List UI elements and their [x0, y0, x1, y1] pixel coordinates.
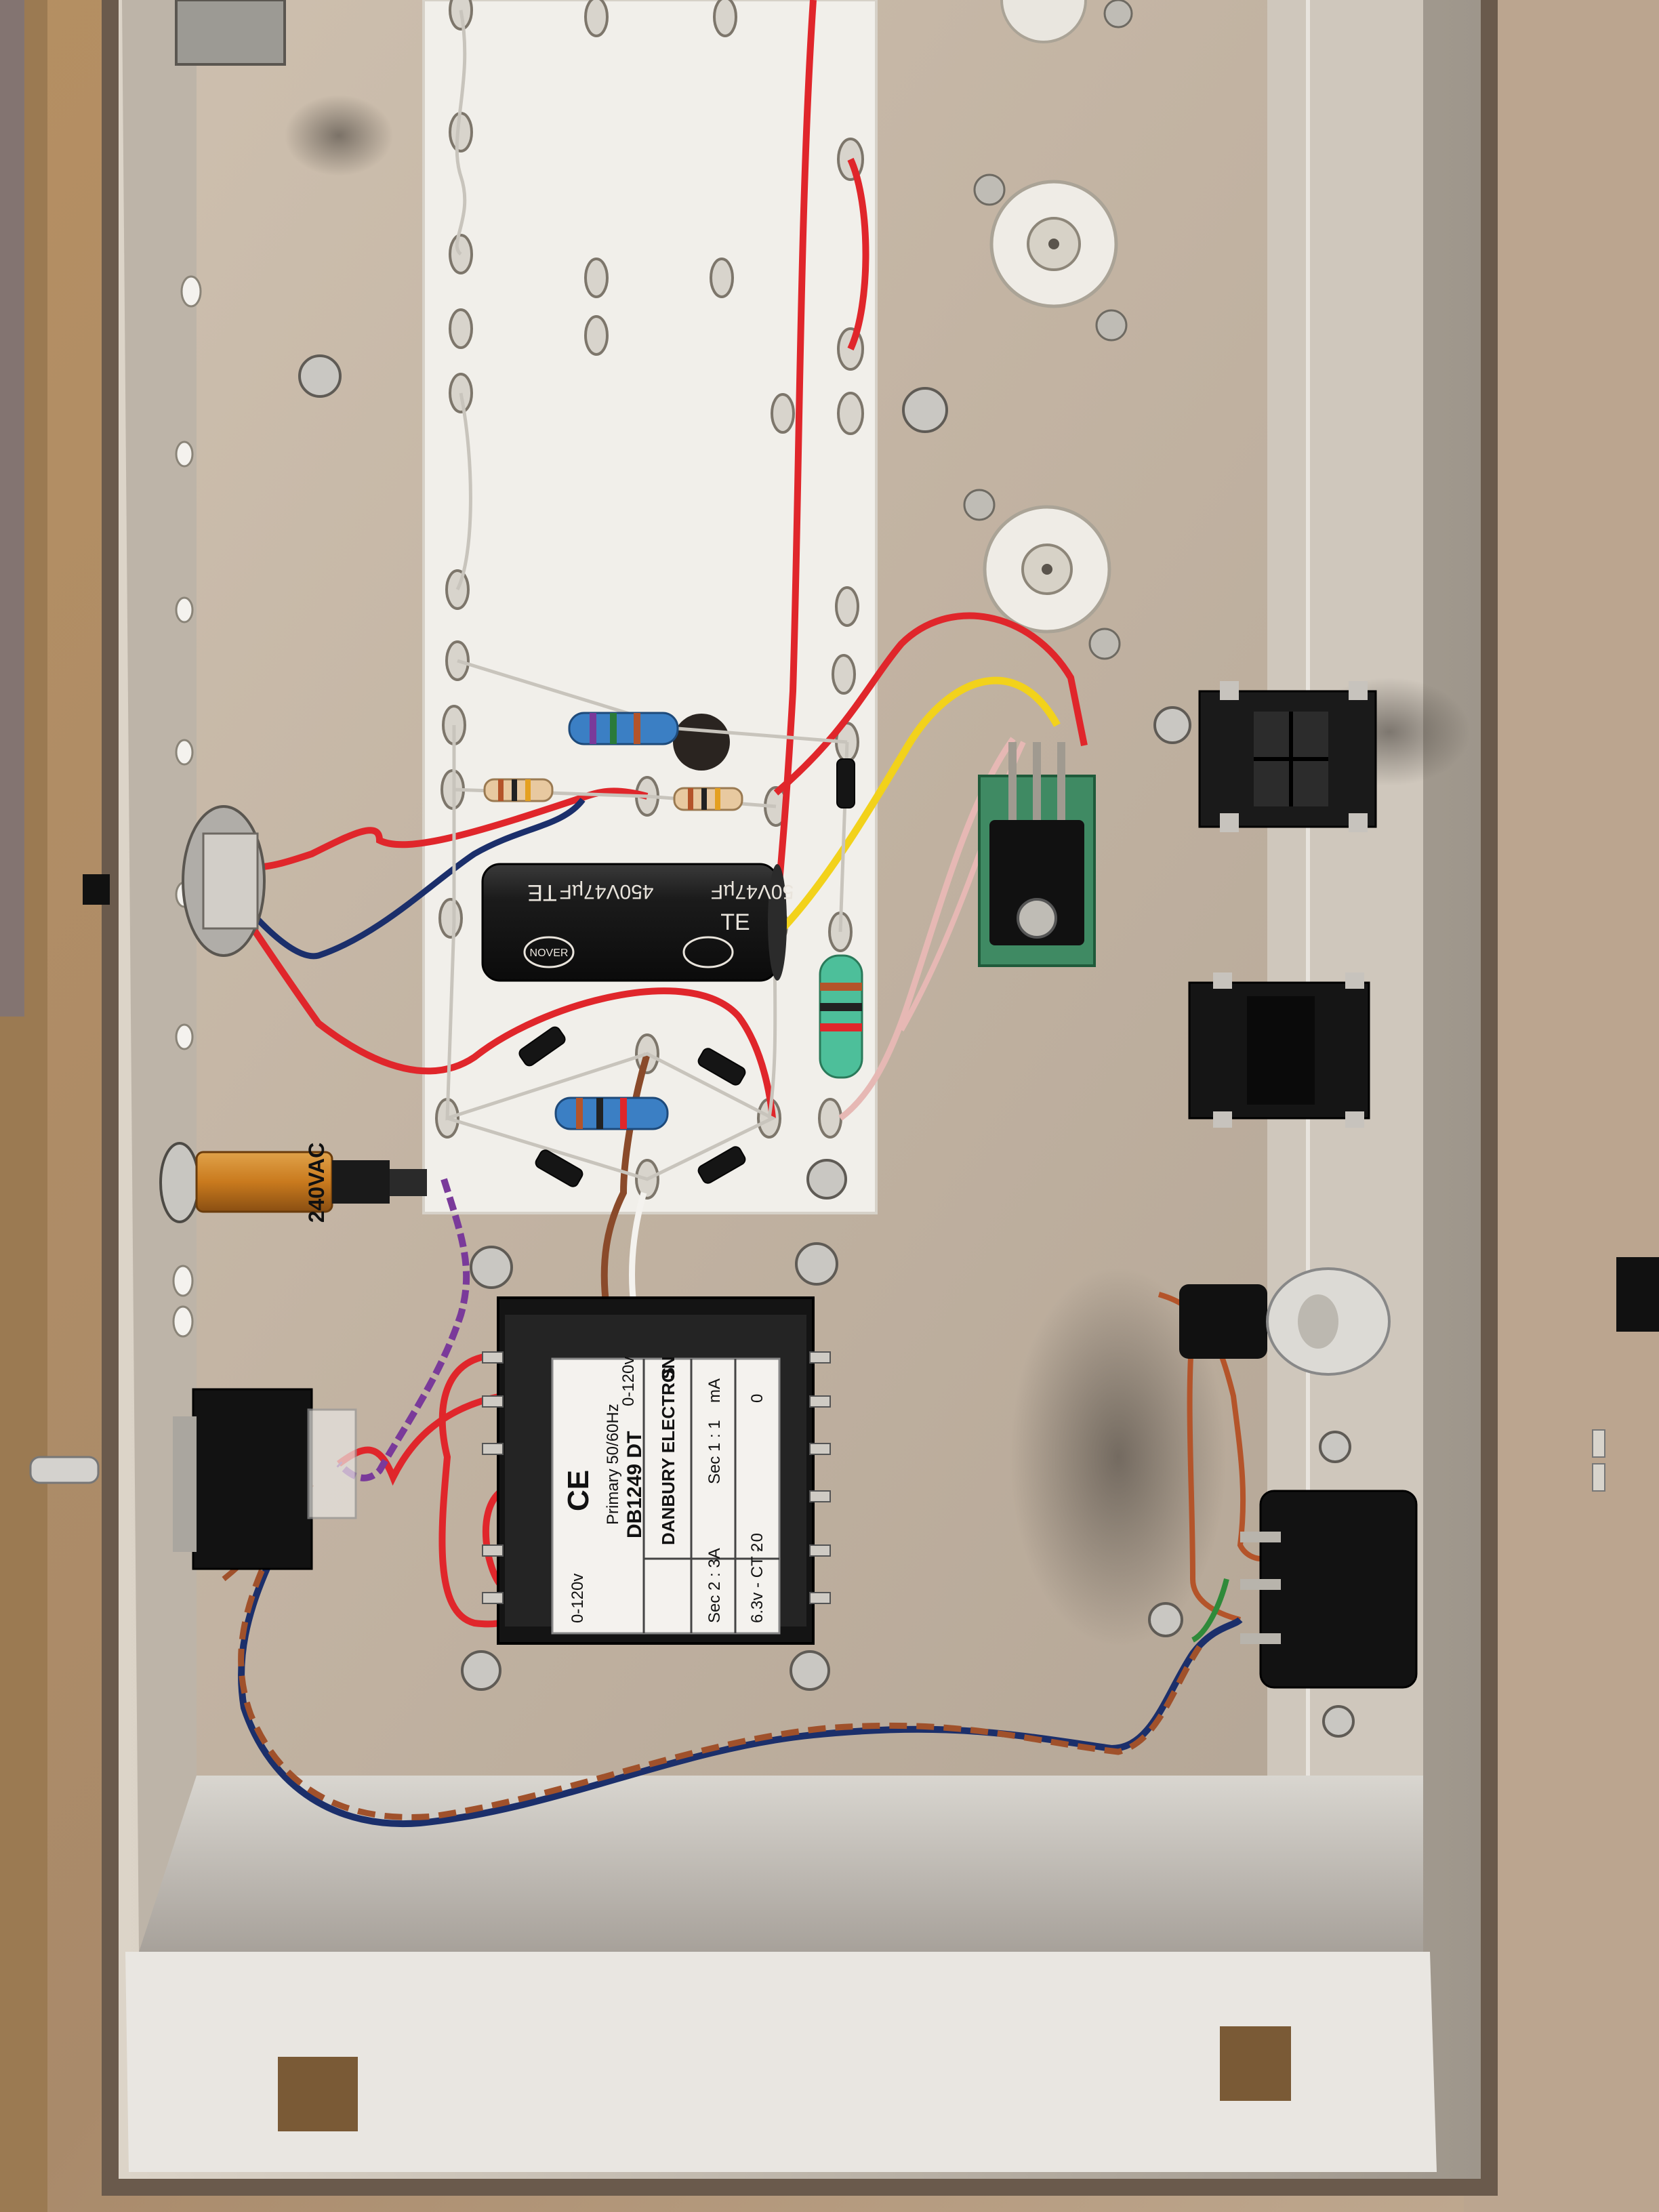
- resistor-green-power: [819, 954, 863, 1079]
- tube-socket-middle: [973, 173, 1128, 342]
- turret-board: [422, 0, 878, 1214]
- wire-brown-mains: [238, 1496, 1202, 1820]
- fuse-holder: 240VAC: [159, 1142, 427, 1223]
- transformer-v-bottom: 0-120v: [569, 1574, 587, 1623]
- transformer-brand-tail: S: [658, 1368, 678, 1379]
- jack-lower: [1188, 972, 1370, 1128]
- transformer-v-top: 0-120v: [619, 1357, 638, 1406]
- board-hole: [673, 714, 730, 771]
- wire-orange: [1187, 1328, 1241, 1622]
- wire-yellow: [779, 676, 1061, 931]
- chassis-bottom-wall: [139, 1776, 1423, 1952]
- loose-parts: [1592, 1257, 1659, 1492]
- mounting-nuts: [298, 354, 1355, 1738]
- wire-red: [773, 612, 1088, 796]
- pilot-lamp: [1179, 1267, 1391, 1376]
- left-patterned-cloth: [0, 0, 24, 1017]
- transformer-heater: 6.3v - CT - 0: [748, 1533, 766, 1623]
- wire-red: [847, 157, 869, 351]
- capacitor-rating: 450V47µF: [559, 880, 653, 903]
- fuse-rating: 240VAC: [304, 1143, 329, 1223]
- capacitor-brand: TE: [527, 880, 556, 905]
- diodes: [518, 758, 855, 1187]
- power-switch: [29, 1388, 357, 1570]
- shadow-smudge: [285, 95, 393, 176]
- wire-purple-twisted: [336, 1178, 470, 1481]
- iec-mains-inlet: [1240, 1490, 1418, 1689]
- chassis-front-lip: [125, 1952, 1437, 2172]
- mains-transformer: 0-120v CE Primary 50/60Hz DB1249 DT 0-12…: [482, 1296, 831, 1645]
- corner-block-right: [1220, 2026, 1291, 2101]
- transformer-sec1-end: 0: [748, 1394, 766, 1403]
- regulator-transistor: [978, 742, 1096, 967]
- wire-green-earth: [1191, 1578, 1229, 1643]
- potentiometer: [83, 805, 266, 957]
- transformer-sec1-tail: mA: [705, 1378, 724, 1403]
- transformer-sec2: Sec 2 : 3A: [705, 1548, 724, 1623]
- wire-red: [438, 1352, 518, 1628]
- tube-socket-lower: [963, 489, 1121, 660]
- tube-socket-upper: [1000, 0, 1133, 43]
- wire-red: [482, 1488, 504, 1589]
- jack-upper: [1198, 681, 1377, 832]
- resistor-blue-lower: [554, 1097, 669, 1130]
- transformer-model: DB1249 DT: [623, 1431, 646, 1538]
- wire-red: [200, 852, 776, 1119]
- transformer-sec1: Sec 1 : 1: [705, 1420, 724, 1484]
- wire-red: [200, 787, 649, 871]
- transformer-sec1-volts: 2: [748, 1543, 766, 1552]
- wire-red: [773, 0, 817, 922]
- capacitor-brand-2: TE: [720, 909, 750, 935]
- shadow-smudge: [1010, 1267, 1227, 1647]
- capacitor-logo: NOVER: [530, 947, 569, 959]
- transformer-brand: DANBURY ELECTRON: [658, 1356, 678, 1545]
- resistor-blue-upper: [568, 712, 679, 745]
- resistor-tan-right: [673, 787, 743, 811]
- wire-blue: [207, 798, 586, 960]
- wire-red: [337, 1393, 502, 1486]
- resistor-tan-left: [483, 778, 554, 802]
- potentiometer-top: [175, 0, 286, 66]
- transformer-primary: Primary 50/60Hz: [604, 1404, 622, 1525]
- electrolytic-capacitor: TE 450V47µF TE 50V47µF NOVER: [481, 863, 794, 982]
- transformer-ce: CE: [562, 1470, 595, 1511]
- corner-block-left: [278, 2057, 358, 2131]
- capacitor-rating-2: 50V47µF: [711, 880, 794, 903]
